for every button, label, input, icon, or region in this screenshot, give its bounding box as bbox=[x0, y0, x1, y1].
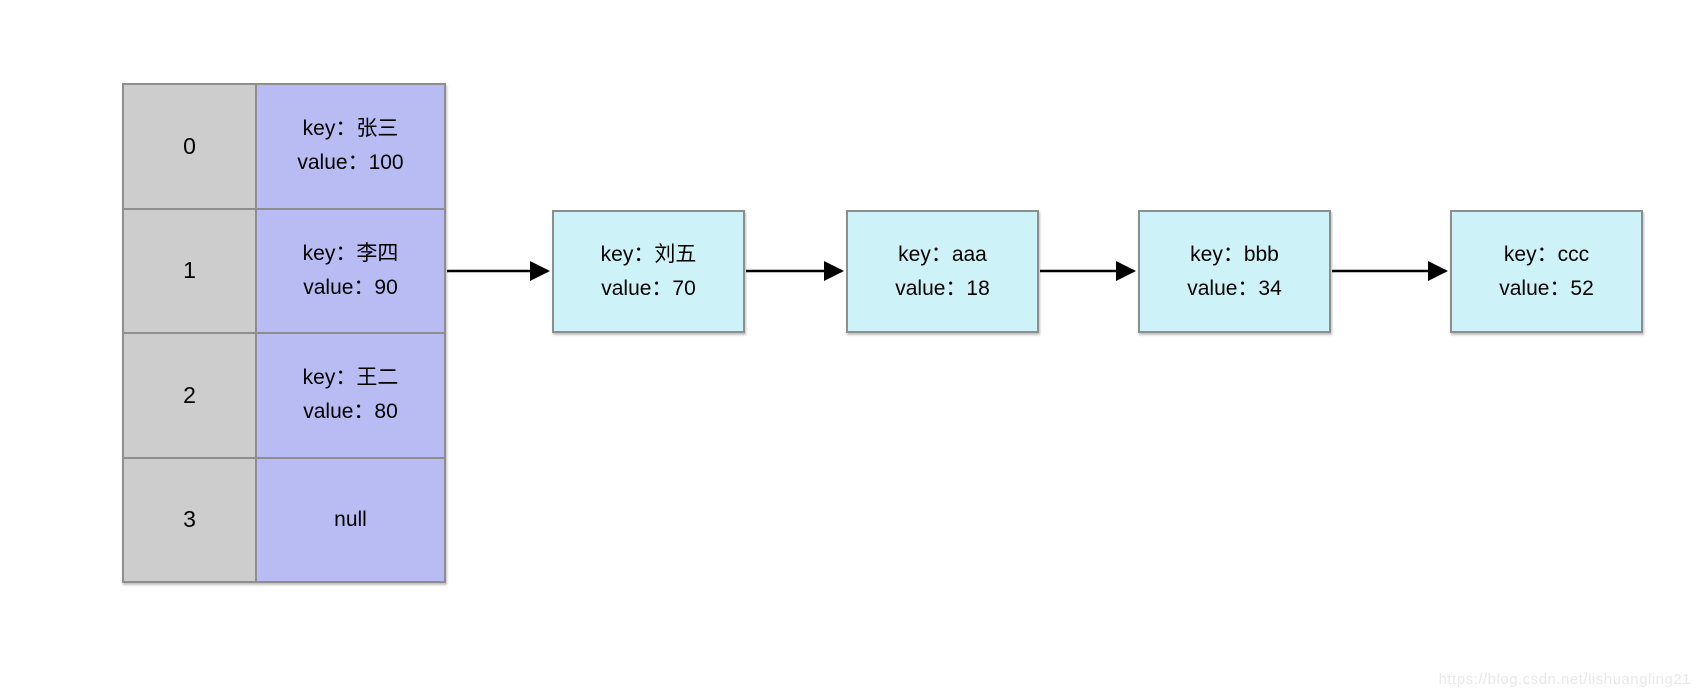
entry-key-line: key：aaa bbox=[898, 242, 987, 266]
entry-key-line: key：张三 bbox=[302, 117, 399, 141]
array-row-0: 0 key：张三 value：100 bbox=[124, 85, 444, 210]
chain-node: key：bbb value：34 bbox=[1138, 210, 1331, 333]
array-index-cell: 3 bbox=[124, 458, 257, 581]
array-value-cell: key：李四 value：90 bbox=[257, 209, 444, 332]
entry-value-line: value：18 bbox=[895, 276, 990, 300]
array-row-2: 2 key：王二 value：80 bbox=[124, 334, 444, 459]
chain-node: key：aaa value：18 bbox=[846, 210, 1039, 333]
watermark: https://blog.csdn.net/lishuangling21 bbox=[1438, 671, 1691, 688]
entry-value-line: value：80 bbox=[303, 400, 398, 424]
chain-node: key：ccc value：52 bbox=[1450, 210, 1643, 333]
entry-value-line: value：100 bbox=[297, 151, 404, 175]
entry-value-line: value：52 bbox=[1499, 276, 1594, 300]
entry-key-line: key：刘五 bbox=[600, 242, 697, 266]
entry-value-line: value：90 bbox=[303, 275, 398, 299]
entry-key-line: key：bbb bbox=[1190, 242, 1279, 266]
bucket-array-table: 0 key：张三 value：100 1 key：李四 value：90 2 k… bbox=[122, 83, 446, 583]
null-label: null bbox=[334, 507, 367, 531]
entry-key-line: key：ccc bbox=[1503, 242, 1590, 266]
array-value-cell: key：张三 value：100 bbox=[257, 85, 444, 208]
array-value-cell: null bbox=[257, 458, 444, 581]
entry-key-line: key：李四 bbox=[302, 241, 399, 265]
array-index-cell: 0 bbox=[124, 85, 257, 208]
array-row-3: 3 null bbox=[124, 458, 444, 581]
array-row-1: 1 key：李四 value：90 bbox=[124, 209, 444, 334]
array-value-cell: key：王二 value：80 bbox=[257, 334, 444, 457]
entry-key-line: key：王二 bbox=[302, 366, 399, 390]
chain-node: key：刘五 value：70 bbox=[552, 210, 745, 333]
entry-value-line: value：70 bbox=[601, 276, 696, 300]
entry-value-line: value：34 bbox=[1187, 276, 1282, 300]
array-index-cell: 1 bbox=[124, 209, 257, 332]
array-index-cell: 2 bbox=[124, 334, 257, 457]
